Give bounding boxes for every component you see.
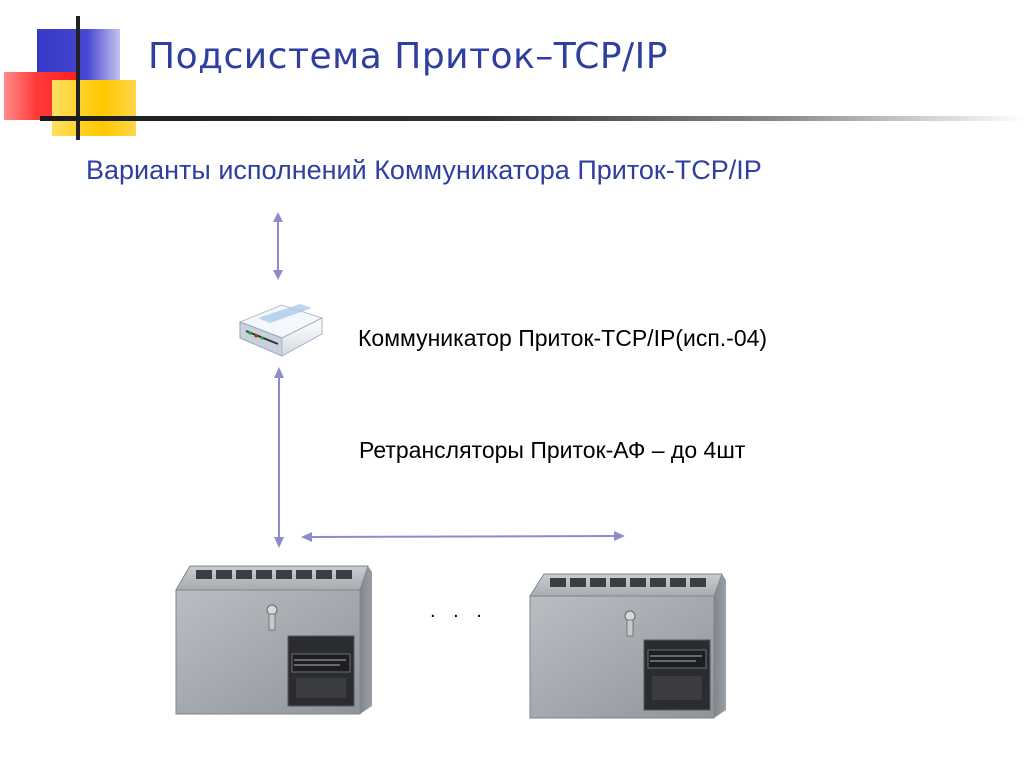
downlink-arrow [274, 367, 284, 548]
communicator-device-icon [240, 304, 322, 356]
repeater-cabinet-icon [176, 566, 372, 714]
bus-arrow [301, 531, 625, 542]
uplink-arrow [273, 212, 283, 280]
repeaters-label: Ретрансляторы Приток-АФ – до 4шт [359, 437, 745, 464]
communicator-label: Коммуникатор Приток-TCP/IP(исп.-04) [358, 325, 767, 352]
ellipsis: . . . [430, 600, 488, 623]
repeater-cabinet-icon [530, 574, 726, 718]
